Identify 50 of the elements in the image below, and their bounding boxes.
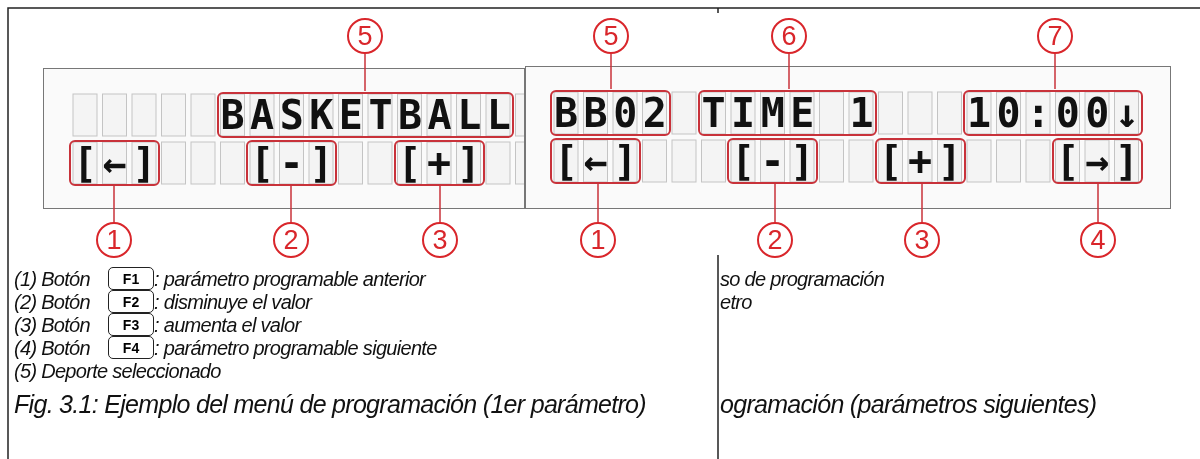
legend-text: (5) Deporte seleccionado [14, 360, 221, 382]
callout-number: 2 [273, 222, 309, 258]
leader-line [113, 184, 115, 223]
callout-number: 3 [904, 222, 940, 258]
callout-number: 7 [1037, 18, 1073, 54]
leader-line [439, 184, 441, 223]
leader-line [921, 182, 923, 223]
function-key: F4 [108, 336, 154, 359]
callout-number: 5 [593, 18, 629, 54]
lcd-text: [←] [72, 142, 162, 184]
lcd-text: [-] [249, 142, 339, 184]
lcd-text: 10:00↓ [966, 92, 1145, 134]
legend-text: : parámetro programable siguiente [154, 337, 437, 359]
lcd-text: [←] [553, 140, 643, 182]
leader-line [788, 53, 790, 90]
callout-number: 5 [347, 18, 383, 54]
legend-text: (3) Botón [14, 314, 90, 336]
legend-text: : parámetro programable anterior [154, 268, 426, 290]
legend-text: (4) Botón [14, 337, 90, 359]
callout-number: 6 [771, 18, 807, 54]
legend-text: : aumenta el valor [154, 314, 301, 336]
callout-number: 2 [757, 222, 793, 258]
lcd-display-panel [43, 68, 525, 209]
callout-number: 1 [580, 222, 616, 258]
leader-line [597, 182, 599, 223]
legend-text: etro [720, 291, 752, 313]
callout-number: 1 [96, 222, 132, 258]
leader-line [774, 182, 776, 223]
lcd-display-panel [525, 66, 1171, 209]
leader-line [290, 184, 292, 223]
legend-text: so de programación [720, 268, 885, 290]
lcd-text: BB02 [553, 92, 673, 134]
function-key: F2 [108, 290, 154, 313]
leader-line [1054, 53, 1056, 90]
lcd-text: TIME 1 [700, 92, 879, 134]
leader-line [1097, 182, 1099, 223]
legend-text: : disminuye el valor [154, 291, 312, 313]
leader-line [610, 53, 612, 90]
lcd-text: BASKETBALL [219, 94, 517, 136]
callout-number: 3 [422, 222, 458, 258]
legend-text: (1) Botón [14, 268, 90, 290]
legend-text: (2) Botón [14, 291, 90, 313]
callout-number: 4 [1080, 222, 1116, 258]
leader-line [364, 53, 366, 92]
function-key: F1 [108, 267, 154, 290]
lcd-text: [→] [1054, 140, 1145, 182]
lcd-text: [+] [396, 142, 487, 184]
lcd-text: [+] [877, 140, 968, 182]
lcd-text: [-] [730, 140, 820, 182]
function-key: F3 [108, 313, 154, 336]
